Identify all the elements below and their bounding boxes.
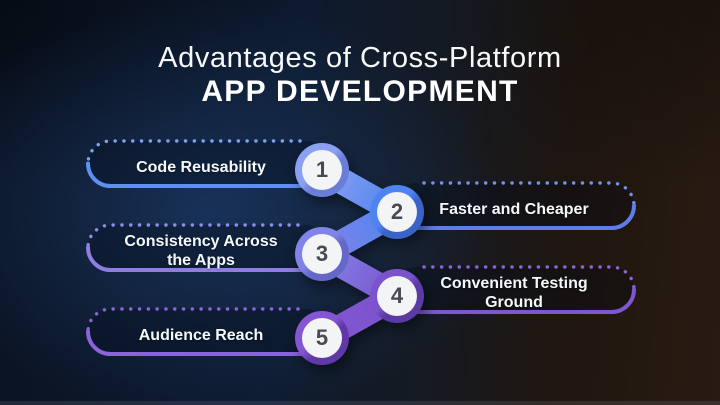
title-line-1: Advantages of Cross-Platform	[158, 42, 562, 74]
number-disc-1	[302, 150, 342, 190]
pill-solid-border	[86, 245, 322, 272]
pill-dotted-border	[86, 223, 300, 250]
pill-dotted-border	[422, 265, 636, 292]
item-number-1: 1	[315, 157, 329, 182]
item-label-consistency-across-the-apps: Consistency Across the Apps	[124, 233, 278, 269]
item-label-faster-and-cheaper: Faster and Cheaper	[439, 200, 589, 218]
item-number-2: 2	[390, 199, 404, 224]
pill-fill	[394, 267, 634, 312]
pill-solid-border	[86, 161, 322, 188]
number-chain	[295, 143, 424, 365]
pill-fill	[88, 141, 328, 186]
pill-dotted-border	[86, 139, 302, 166]
pill-audience-reach	[86, 307, 328, 356]
title-line-2: APP DEVELOPMENT	[201, 75, 519, 108]
title-block: Advantages of Cross-Platform APP DEVELOP…	[0, 42, 720, 109]
pill-fill	[394, 183, 634, 228]
item-number-5: 5	[315, 325, 329, 350]
pill-dotted-border	[422, 181, 636, 208]
number-disc-5	[302, 318, 342, 358]
number-disc-4	[377, 276, 417, 316]
pill-solid-border	[380, 287, 636, 314]
pill-convenient-testing-ground	[380, 265, 636, 314]
item-number-3: 3	[315, 241, 329, 266]
item-number-4: 4	[390, 283, 404, 308]
pill-fill	[88, 225, 328, 270]
pill-consistency-across-the-apps	[86, 223, 328, 272]
bottom-edge-strip	[0, 401, 720, 405]
item-label-code-reusability: Code Reusability	[136, 158, 266, 176]
item-label-audience-reach: Audience Reach	[138, 326, 264, 344]
pill-dotted-border	[86, 307, 300, 334]
pill-faster-and-cheaper	[380, 181, 636, 230]
pill-solid-border	[380, 203, 636, 230]
number-disc-2	[377, 192, 417, 232]
number-disc-3	[302, 234, 342, 274]
pill-code-reusability	[86, 139, 328, 188]
item-label-convenient-testing-ground: Convenient Testing Ground	[440, 275, 588, 311]
pill-solid-border	[86, 329, 322, 356]
pill-fill	[88, 309, 328, 354]
